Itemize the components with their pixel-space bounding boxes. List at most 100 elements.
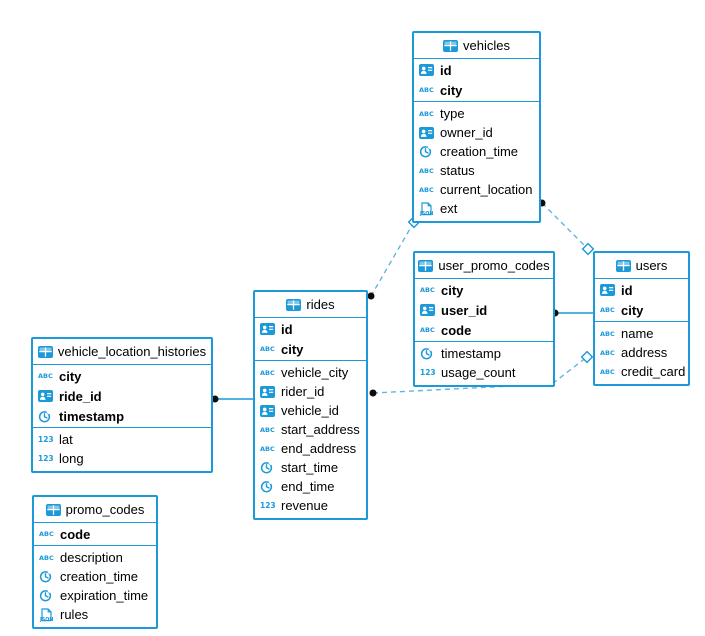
relation-dot-endpoint: [367, 292, 375, 300]
column-name: code: [60, 526, 91, 542]
column-name: usage_count: [441, 365, 516, 380]
table-grid-icon: [443, 39, 459, 52]
column-name: creation_time: [60, 569, 139, 584]
column-row: ABC city: [595, 300, 688, 320]
column-row: end_time: [255, 477, 366, 496]
relation-diamond-endpoint: [580, 350, 594, 364]
column-name: ext: [440, 201, 458, 216]
column-name: start_time: [281, 460, 339, 475]
abc-text-icon: ABC: [419, 86, 434, 94]
column-name: rider_id: [281, 384, 325, 399]
clock-icon: [260, 480, 277, 493]
abc-text-icon: ABC: [260, 368, 275, 377]
id-card-icon: [260, 404, 277, 417]
column-name: type: [440, 106, 465, 121]
table-header: rides: [255, 292, 366, 318]
table-name: vehicles: [463, 38, 510, 53]
abc-text-icon: ABC: [419, 166, 434, 175]
relation-vehicle_location_histories-rides: [211, 395, 255, 403]
column-row: user_id: [415, 300, 553, 320]
clock-icon: [39, 589, 56, 602]
table-header: promo_codes: [34, 497, 156, 523]
table-header: user_promo_codes: [415, 253, 553, 279]
column-name: end_address: [281, 441, 357, 456]
column-row: rider_id: [255, 382, 366, 401]
numeric-123-icon: 123: [260, 501, 276, 510]
relation-vehicles-users: [538, 199, 595, 256]
pk-separator: [34, 545, 156, 546]
table-name: user_promo_codes: [438, 258, 550, 273]
table-header: vehicles: [414, 33, 539, 59]
column-name: revenue: [281, 498, 328, 513]
column-row: creation_time: [414, 142, 539, 161]
relation-dot-endpoint: [369, 389, 377, 397]
clock-icon: [420, 347, 437, 360]
abc-text-icon: ABC: [39, 553, 54, 562]
id-card-icon: [600, 284, 617, 296]
json-file-icon: JSON: [39, 607, 56, 622]
column-name: creation_time: [440, 144, 519, 159]
column-name: city: [59, 368, 82, 384]
column-name: credit_card: [621, 364, 686, 379]
table-name: promo_codes: [65, 502, 145, 517]
column-row: creation_time: [34, 567, 156, 586]
pk-separator: [595, 321, 688, 322]
abc-text-icon: ABC: [600, 329, 615, 338]
abc-text-icon: ABC: [419, 109, 434, 118]
column-row: start_time: [255, 458, 366, 477]
column-row: ride_id: [33, 386, 211, 406]
clock-icon: [419, 145, 436, 158]
id-card-icon: [419, 64, 436, 76]
column-row: id: [414, 60, 539, 80]
abc-text-icon: ABC: [260, 444, 275, 453]
table-grid-icon: [286, 298, 302, 311]
pk-separator: [255, 360, 366, 361]
table-grid-icon: [615, 259, 631, 272]
column-name: name: [621, 326, 654, 341]
column-row: ABC type: [414, 104, 539, 123]
column-name: id: [281, 321, 293, 337]
abc-text-icon: ABC: [39, 530, 54, 538]
table-grid-icon: [45, 503, 61, 516]
pk-separator: [415, 341, 553, 342]
column-name: city: [440, 82, 463, 98]
column-name: description: [60, 550, 123, 565]
abc-text-icon: ABC: [419, 185, 434, 194]
column-row: ABC name: [595, 324, 688, 343]
column-row: id: [255, 319, 366, 339]
table-grid-icon: [418, 259, 434, 272]
id-card-icon: [420, 304, 437, 316]
column-row: ABC code: [34, 524, 156, 544]
id-card-icon: [38, 390, 55, 402]
column-row: 123 revenue: [255, 496, 366, 515]
column-name: timestamp: [441, 346, 501, 361]
abc-text-icon: ABC: [420, 286, 435, 294]
column-name: city: [621, 302, 644, 318]
abc-text-icon: ABC: [600, 306, 615, 314]
relation-diamond-endpoint: [581, 242, 595, 256]
clock-icon: [260, 461, 277, 474]
column-name: status: [440, 163, 475, 178]
column-row: timestamp: [415, 344, 553, 363]
column-name: address: [621, 345, 668, 360]
